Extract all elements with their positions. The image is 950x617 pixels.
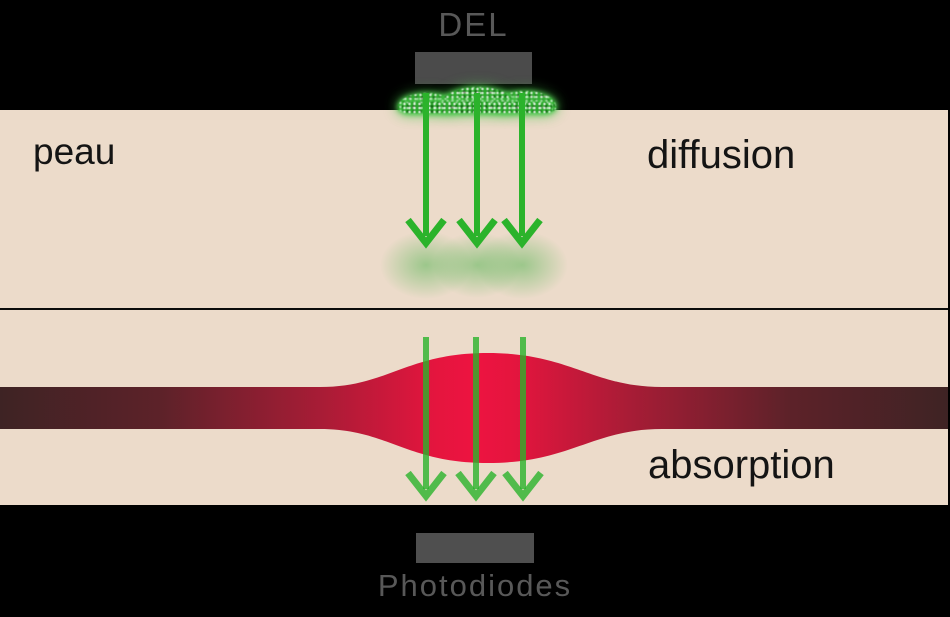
led-emitter-block-icon [415, 52, 532, 84]
photodiodes-label: Photodiodes [377, 568, 573, 603]
down-arrow-icon [405, 93, 447, 249]
skin-label: peau [33, 131, 116, 172]
tissue-divider-line [0, 308, 950, 310]
lower-light-arrows [405, 337, 544, 502]
diffusion-label: diffusion [647, 133, 796, 177]
led-label: DEL [438, 6, 509, 43]
photodiode-block-icon [416, 533, 534, 563]
figure-right-edge [948, 110, 950, 505]
absorption-label: absorption [648, 443, 835, 487]
upper-light-arrows [405, 93, 543, 249]
down-arrow-icon [456, 93, 498, 249]
diffusion-glow [380, 231, 568, 299]
down-arrow-icon [501, 93, 543, 249]
down-arrow-icon [502, 337, 544, 502]
down-arrow-icon [405, 337, 447, 502]
down-arrow-icon [455, 337, 497, 502]
